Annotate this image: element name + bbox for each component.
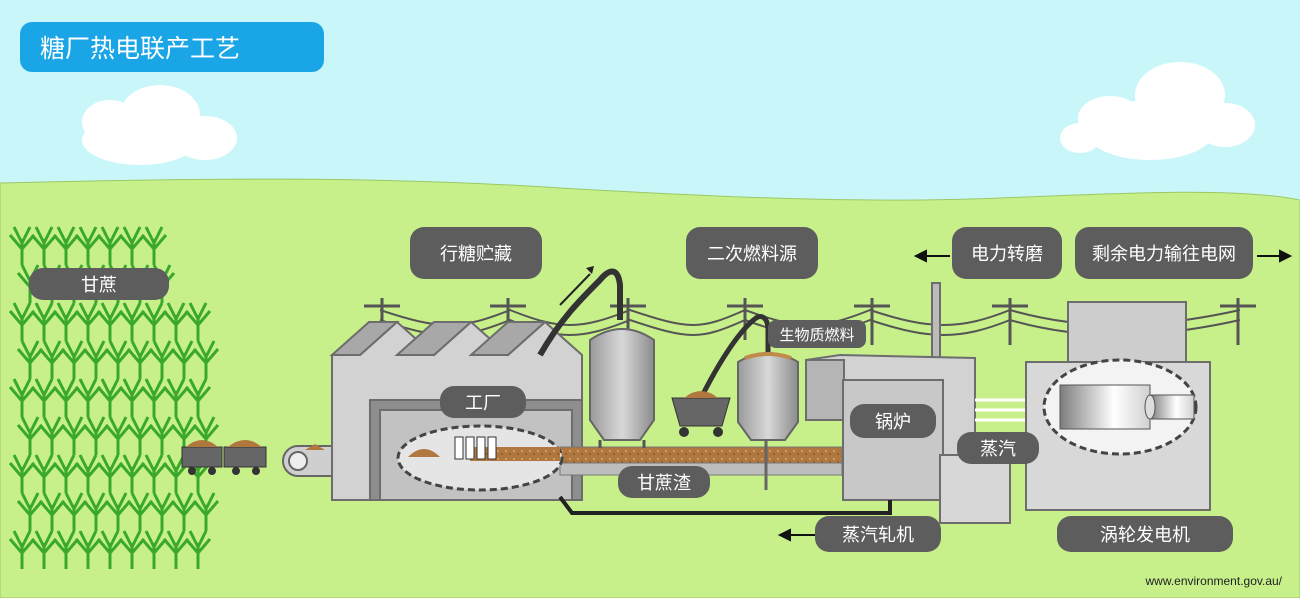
sugarcane-plant bbox=[82, 492, 110, 531]
cloud-left bbox=[82, 85, 237, 165]
sugarcane-plant bbox=[126, 340, 154, 379]
sugarcane-plant bbox=[30, 530, 58, 569]
label-turbine: 涡轮发电机 bbox=[1057, 516, 1233, 552]
biomass-cart bbox=[671, 391, 731, 437]
sugarcane-plant bbox=[104, 492, 132, 531]
turbine-interior bbox=[1042, 358, 1198, 456]
steam-mill-loop bbox=[558, 495, 892, 515]
sugarcane-plant bbox=[162, 530, 190, 569]
label-biomass-fuel: 生物质燃料 bbox=[768, 320, 866, 348]
sugarcane-plant bbox=[74, 378, 102, 417]
sugarcane-plant bbox=[52, 378, 80, 417]
sugarcane-plant bbox=[126, 416, 154, 455]
cloud-right bbox=[1060, 62, 1255, 160]
sugar-pipe bbox=[537, 268, 623, 357]
sugarcane-plant bbox=[96, 378, 124, 417]
cane-carts bbox=[181, 440, 267, 475]
sugarcane-plant bbox=[74, 302, 102, 341]
sugarcane-plant bbox=[118, 378, 146, 417]
label-factory: 工厂 bbox=[440, 386, 526, 418]
sugarcane-plant bbox=[38, 340, 66, 379]
sugarcane-plant bbox=[8, 378, 36, 417]
label-sugarcane: 甘蔗 bbox=[29, 268, 169, 300]
sugarcane-plant bbox=[38, 416, 66, 455]
sugarcane-plant bbox=[140, 454, 168, 493]
factory-interior bbox=[396, 424, 564, 492]
sugarcane-plant bbox=[140, 226, 168, 265]
sugarcane-plant bbox=[74, 226, 102, 265]
bagasse-belt bbox=[559, 446, 843, 464]
sugarcane-plant bbox=[184, 302, 212, 341]
sugarcane-plant bbox=[104, 340, 132, 379]
sugarcane-plant bbox=[52, 454, 80, 493]
label-steam: 蒸汽 bbox=[957, 432, 1039, 464]
sugarcane-plant bbox=[184, 530, 212, 569]
sugarcane-plant bbox=[52, 226, 80, 265]
sugarcane-plant bbox=[16, 340, 44, 379]
biomass-silo bbox=[737, 352, 799, 490]
sugarcane-plant bbox=[126, 492, 154, 531]
sugarcane-plant bbox=[148, 340, 176, 379]
sugarcane-plant bbox=[60, 492, 88, 531]
sugarcane-plant bbox=[140, 378, 168, 417]
sugarcane-plant bbox=[140, 302, 168, 341]
sugarcane-plant bbox=[192, 340, 220, 379]
label-surplus-power: 剩余电力输往电网 bbox=[1075, 227, 1253, 279]
sugarcane-plant bbox=[148, 492, 176, 531]
sugar-silo bbox=[589, 328, 655, 448]
sugarcane-plant bbox=[162, 378, 190, 417]
sugarcane-plant bbox=[96, 226, 124, 265]
sugarcane-plant bbox=[38, 492, 66, 531]
page-title: 糖厂热电联产工艺 bbox=[20, 22, 324, 72]
sugarcane-field bbox=[8, 226, 220, 569]
sugarcane-plant bbox=[96, 454, 124, 493]
sugarcane-plant bbox=[30, 226, 58, 265]
sugarcane-plant bbox=[8, 454, 36, 493]
label-sugar-storage: 行糖贮藏 bbox=[410, 227, 542, 279]
flow-arrows bbox=[777, 249, 1293, 542]
sugarcane-plant bbox=[30, 378, 58, 417]
sugarcane-plant bbox=[170, 416, 198, 455]
sugarcane-plant bbox=[162, 302, 190, 341]
source-credit: www.environment.gov.au/ bbox=[1145, 574, 1282, 588]
sugarcane-plant bbox=[140, 530, 168, 569]
sugarcane-plant bbox=[170, 492, 198, 531]
sugarcane-plant bbox=[82, 416, 110, 455]
sugarcane-plant bbox=[16, 416, 44, 455]
sugarcane-plant bbox=[74, 454, 102, 493]
sugarcane-plant bbox=[162, 454, 190, 493]
label-steam-mill: 蒸汽轧机 bbox=[815, 516, 941, 552]
sugarcane-plant bbox=[104, 416, 132, 455]
sugarcane-plant bbox=[96, 302, 124, 341]
sugarcane-plant bbox=[60, 416, 88, 455]
sugarcane-plant bbox=[60, 340, 88, 379]
sugarcane-plant bbox=[96, 530, 124, 569]
sugarcane-plant bbox=[82, 340, 110, 379]
sugarcane-plant bbox=[118, 302, 146, 341]
sugarcane-plant bbox=[118, 530, 146, 569]
sugarcane-plant bbox=[30, 454, 58, 493]
sugarcane-plant bbox=[148, 416, 176, 455]
label-boiler: 锅炉 bbox=[850, 404, 936, 438]
sugarcane-plant bbox=[192, 492, 220, 531]
sugarcane-plant bbox=[118, 454, 146, 493]
sugarcane-plant bbox=[52, 302, 80, 341]
sugarcane-plant bbox=[118, 226, 146, 265]
sugarcane-plant bbox=[8, 530, 36, 569]
label-bagasse: 甘蔗渣 bbox=[618, 466, 710, 498]
sugarcane-plant bbox=[8, 302, 36, 341]
sugarcane-plant bbox=[184, 378, 212, 417]
boiler-building bbox=[805, 282, 1030, 524]
label-secondary-fuel: 二次燃料源 bbox=[686, 227, 818, 279]
sugarcane-plant bbox=[16, 492, 44, 531]
sugarcane-plant bbox=[30, 302, 58, 341]
biomass-pipe bbox=[697, 314, 771, 402]
sugarcane-plant bbox=[170, 340, 198, 379]
sugarcane-plant bbox=[52, 530, 80, 569]
sugarcane-plant bbox=[74, 530, 102, 569]
sugarcane-plant bbox=[8, 226, 36, 265]
label-power-to-mill: 电力转磨 bbox=[952, 227, 1062, 279]
